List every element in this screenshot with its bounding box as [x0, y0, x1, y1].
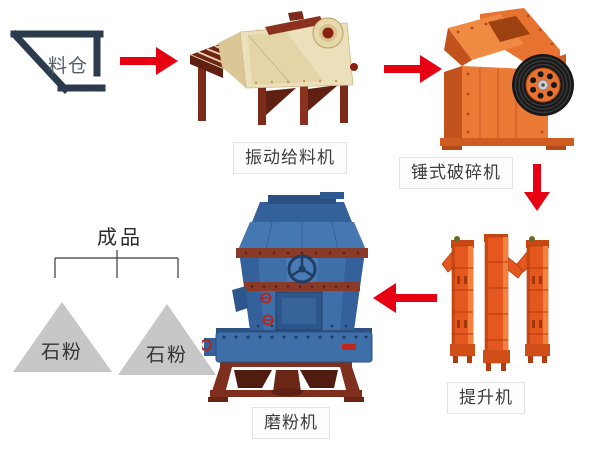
hopper-label: 料仓	[48, 56, 89, 77]
arrow-feeder-to-crusher-icon	[384, 55, 442, 83]
arrow-elevator-to-mill-icon	[373, 283, 437, 313]
bucket-elevator-image	[442, 234, 550, 371]
mill-caption: 磨粉机	[252, 407, 330, 439]
product-triangles: 石粉 石粉	[13, 302, 216, 375]
stone-powder-triangle-2	[118, 304, 216, 375]
stone-powder-label-2: 石粉	[146, 344, 188, 366]
stone-powder-label-1: 石粉	[41, 341, 83, 363]
hopper-icon	[10, 30, 106, 94]
arrow-hopper-to-feeder-icon	[120, 47, 178, 75]
feeder-caption: 振动给料机	[233, 142, 347, 174]
product-title: 成品	[97, 227, 143, 249]
hammer-crusher-image	[440, 8, 574, 150]
stone-powder-triangle-1	[13, 302, 112, 372]
elevator-caption: 提升机	[447, 382, 525, 414]
arrow-crusher-to-elevator-icon	[524, 164, 550, 211]
grinding-mill-image	[202, 192, 373, 402]
product-branch-lines	[54, 250, 179, 278]
vibrating-feeder-image	[189, 11, 358, 125]
crusher-caption: 锤式破碎机	[399, 157, 513, 189]
